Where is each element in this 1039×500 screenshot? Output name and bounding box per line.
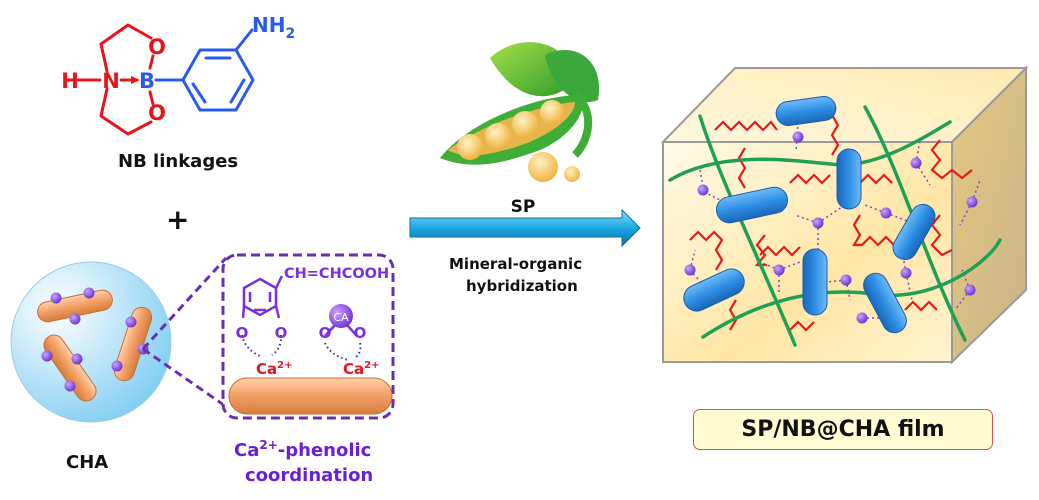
nh2-main: NH [252,13,285,37]
network-ca-dots [684,131,978,324]
nb-molecule [76,23,255,136]
cha-capsule [228,377,393,415]
ca-dot [83,287,95,299]
ca-ion-right-symbol: Ca [343,360,364,378]
ca-dot [71,353,83,365]
nh2-sub: 2 [285,26,295,42]
phenolic-o-left: O [236,324,249,342]
ca-o-right: O [354,324,367,342]
atom-b: B [139,69,155,93]
coordination-caption-line1: Ca2+-phenolic [234,438,371,461]
catechol-ring [241,275,358,337]
product-label-box: SP/NB@CHA film [693,409,993,450]
coordination-inset [221,253,395,420]
process-step-line1: Mineral-organic [449,255,583,273]
ca-ion-right-charge: 2+ [364,360,379,371]
ca-dot [69,313,81,325]
ca-dot [41,350,53,362]
ca-dot [125,316,137,328]
film-cube [660,65,1029,365]
ca-ion-right: Ca2+ [343,360,379,378]
ca-ion-left: Ca2+ [256,360,292,378]
caption-ca: Ca [234,440,260,461]
ca-ion-left-charge: 2+ [277,360,292,371]
ca-ion-left-symbol: Ca [256,360,277,378]
aryl-bonds [154,28,255,112]
ca-dots [41,287,149,392]
nb-ring-bonds [76,23,155,136]
coordination-bonds [241,334,362,361]
product-label: SP/NB@CHA film [741,417,945,442]
phenolic-o-right: O [275,324,288,342]
atom-o-top: O [148,35,166,59]
soybean-icon [440,42,600,182]
atom-o-bottom: O [148,101,166,125]
ca-dot [111,360,123,372]
process-step-line2: hybridization [466,277,578,295]
ca-dot [64,380,76,392]
plus-sign: + [166,203,190,236]
process-arrow-icon [409,208,641,248]
nb-caption: NB linkages [118,151,239,172]
ca-badge-label: CA [333,311,349,324]
atom-nh2: NH2 [252,13,295,42]
caption-phenolic: -phenolic [277,440,372,461]
cha-caption: CHA [66,452,109,473]
coordination-caption-line2: coordination [245,465,374,486]
caption-ca-charge: 2+ [259,438,278,452]
ca-o-left: O [319,324,332,342]
atom-h: H [61,69,79,93]
substituent-label: CH=CHCOOH [284,266,389,282]
ca-badge-icon [329,304,353,328]
reagent-label: SP [511,197,536,217]
dative-arrowhead [131,76,140,84]
atom-n: N [102,69,120,93]
zoom-lines [141,256,235,414]
cha-sphere [10,261,172,423]
network-blue-rods [683,95,936,334]
ca-dot [50,292,62,304]
